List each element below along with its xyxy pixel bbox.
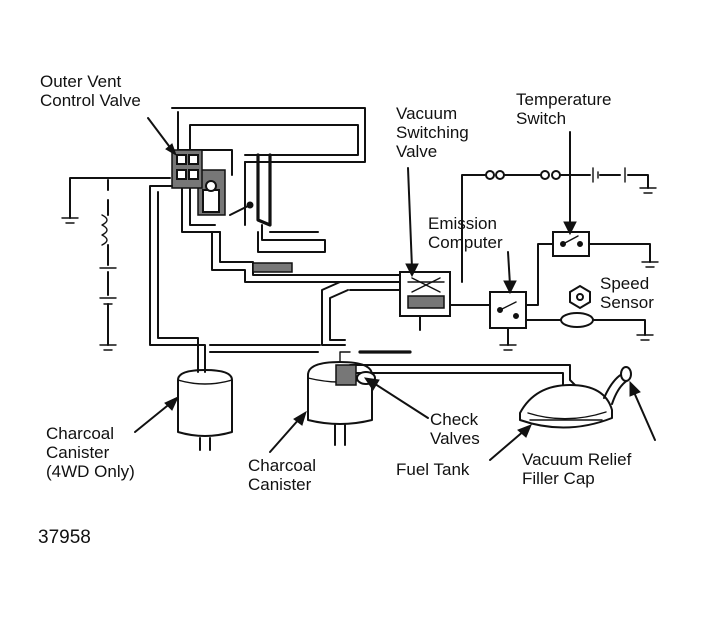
vacuum-switching-valve-label: Vacuum Switching Valve bbox=[396, 104, 469, 161]
outer-vent-control-valve bbox=[171, 149, 203, 189]
charcoal-canister-4wd bbox=[177, 369, 233, 451]
leader-arrows bbox=[134, 117, 656, 461]
electrical-circuit bbox=[461, 167, 659, 351]
fuel-tank bbox=[519, 366, 632, 429]
charcoal-canister-label: Charcoal Canister bbox=[248, 456, 317, 494]
charcoal-canister bbox=[307, 351, 376, 446]
charcoal-canister-4wd-label: Charcoal Canister (4WD Only) bbox=[46, 424, 135, 481]
vacuum-hoses bbox=[69, 177, 576, 386]
ignition-circuit bbox=[61, 179, 117, 351]
check-valves-label: Check Valves bbox=[430, 410, 480, 448]
vacuum-relief-filler-cap-label: Vacuum Relief Filler Cap bbox=[522, 450, 632, 488]
temperature-switch-label: Temperature Switch bbox=[516, 90, 612, 128]
outer-vent-control-valve-label: Outer Vent Control Valve bbox=[40, 72, 141, 110]
emission-computer-label: Emission Computer bbox=[428, 214, 503, 252]
speed-sensor-label: Speed Sensor bbox=[600, 274, 654, 312]
figure-number: 37958 bbox=[38, 527, 91, 548]
fuel-tank-label: Fuel Tank bbox=[396, 460, 470, 479]
vacuum-switching-valve bbox=[399, 271, 451, 331]
